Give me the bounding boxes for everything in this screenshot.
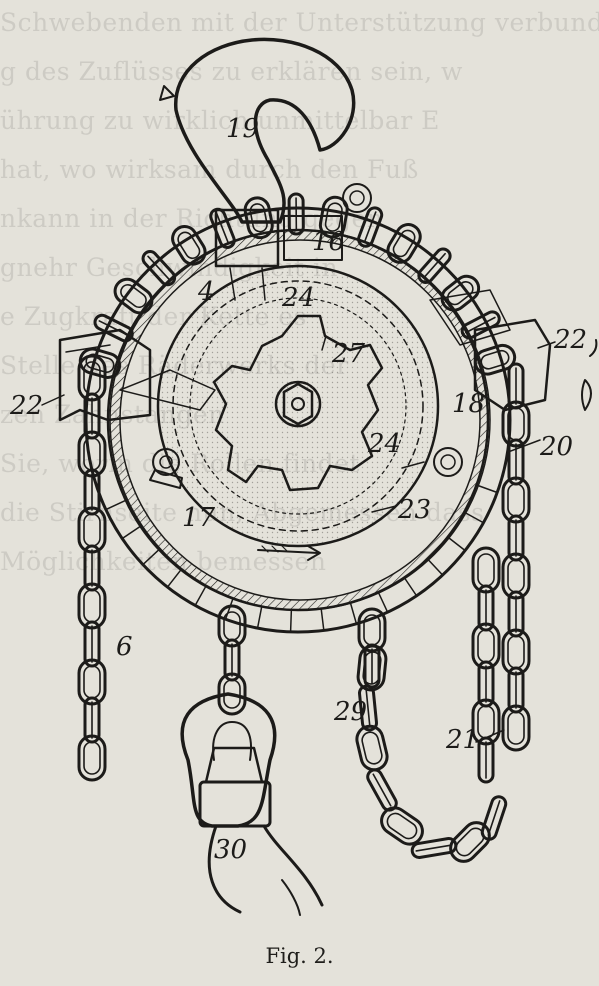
label-22-right: 22 (553, 325, 587, 355)
label-17: 17 (182, 503, 216, 533)
rim-segment-line (403, 576, 418, 597)
chain-link (473, 343, 517, 376)
label-24-mid: 24 (367, 429, 401, 459)
bleed-text-line: g des Zuflüsses zu erklären sein, w (0, 57, 463, 86)
chain-link (113, 277, 154, 315)
leader-lines (41, 335, 556, 743)
label-27: 27 (331, 339, 366, 369)
label-6: 6 (116, 632, 133, 662)
rim-segment-line (194, 585, 207, 607)
label-21: 21 (445, 725, 479, 755)
label-19: 19 (226, 114, 259, 144)
roller-pin-top (342, 183, 372, 213)
chain-link (243, 196, 274, 240)
chain-link (480, 795, 508, 841)
chain-link (460, 310, 501, 340)
pawl-block (214, 208, 343, 301)
rim-segment-line (289, 609, 293, 633)
chain-links (77, 192, 531, 863)
chain-link (171, 225, 207, 266)
chain-link (417, 247, 452, 284)
chain-link (440, 274, 481, 312)
label-4: 4 (197, 277, 215, 307)
rim-segment-line (463, 511, 485, 524)
rim-segment-line (224, 597, 234, 620)
rim-segment-line (166, 568, 182, 588)
chain-link (366, 768, 398, 812)
roller-pin-right (433, 447, 463, 477)
figure-caption: Fig. 2. (265, 944, 334, 968)
chain-link (93, 313, 134, 343)
rim-segment-line (105, 499, 127, 511)
chain-link (358, 684, 378, 732)
chain-link (141, 250, 177, 287)
rim-segment-line (446, 536, 466, 552)
bleed-text-line: Schwebenden mit der Unterstützung verbun… (0, 8, 599, 37)
inner-housing-ring (109, 229, 491, 611)
label-20: 20 (539, 432, 573, 462)
label-29: 29 (333, 697, 367, 727)
rim-segment-line (377, 591, 389, 613)
chain-link (209, 207, 236, 249)
label-23: 23 (397, 495, 431, 525)
roller-pin-left (149, 448, 183, 489)
reference-numerals: 19 16 4 24 27 22 22 18 20 24 17 23 6 29 … (9, 114, 587, 865)
rim-segment-line (142, 548, 160, 566)
chain-link (287, 192, 305, 236)
bleed-text-line: hat, wo wirksam durch den Fuß (0, 155, 419, 184)
rim-segment-line (426, 558, 444, 576)
mounting-bracket-right (429, 289, 552, 412)
chain-link (318, 195, 349, 239)
chain-link (78, 347, 122, 379)
bleed-text-line: ührung zu wirklich unmittelbar E (0, 106, 440, 135)
label-16: 16 (312, 227, 345, 257)
rim-segment-line (121, 525, 142, 540)
gear-drum (156, 264, 440, 548)
chain-link (363, 643, 381, 689)
label-22-left: 22 (9, 391, 43, 421)
label-18: 18 (452, 389, 485, 419)
chain-link (77, 734, 107, 782)
load-hook (207, 824, 324, 916)
rim-segment-line (256, 605, 263, 629)
chain-link (501, 704, 531, 752)
suspension-hook (159, 37, 356, 224)
margin-fragment (581, 339, 598, 411)
chain-link (386, 223, 422, 264)
bottom-shackle (180, 692, 277, 828)
chain-link (357, 206, 384, 248)
rotation-arrow (257, 545, 321, 561)
label-30: 30 (214, 835, 247, 865)
chain-link (380, 806, 424, 846)
rim-segment-line (320, 607, 325, 632)
chain-link (449, 821, 491, 863)
ratchet-cam-plate (212, 314, 384, 492)
chain-link (410, 837, 458, 859)
rim-segment-line (349, 601, 358, 625)
rim-segment-line (475, 484, 498, 494)
label-24-top: 24 (281, 283, 315, 313)
